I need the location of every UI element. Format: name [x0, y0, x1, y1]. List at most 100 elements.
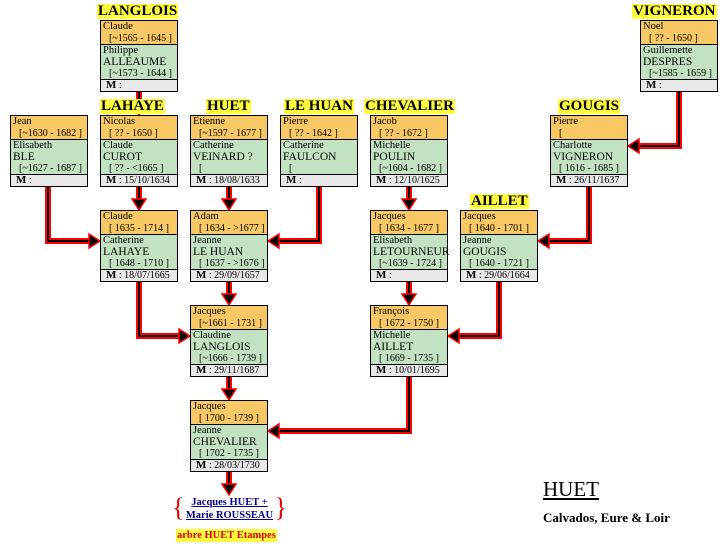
wife-first-name[interactable]: Elisabeth	[373, 235, 413, 246]
marriage-label: M	[466, 269, 477, 281]
marriage-date: : 10/01/1695	[386, 365, 440, 376]
wife-first-name[interactable]: Claudine	[193, 330, 231, 341]
descendant-line-1[interactable]: Jacques HUET +	[191, 497, 268, 508]
descendant-link[interactable]: { Jacques HUET + Marie ROUSSEAU }	[172, 495, 287, 522]
marriage-date: :	[386, 270, 392, 281]
wife-first-name[interactable]: Michelle	[373, 330, 411, 341]
marriage-label: M	[646, 79, 657, 91]
husband-dates: [ 1634 - 1677 ]	[379, 222, 439, 234]
wife-first-name[interactable]: Catherine	[103, 235, 144, 246]
marriage-row: M : 18/08/1633	[191, 175, 267, 186]
arrowhead-icon	[220, 388, 238, 402]
arrowhead-icon	[220, 293, 238, 307]
surname-label-aillet: AILLET	[470, 193, 529, 209]
husband-name[interactable]: Adam	[193, 211, 219, 222]
husband-name[interactable]: Pierre	[283, 116, 309, 127]
wife-first-name[interactable]: Michelle	[373, 140, 411, 151]
wife-first-name[interactable]: Catherine	[283, 140, 324, 151]
husband-name[interactable]: Pierre	[553, 116, 579, 127]
wife-last-name: LE HUAN	[193, 245, 244, 258]
husband-section: Nicolas[ ?? - 1650 ]	[101, 116, 177, 140]
marriage-row: M :	[11, 175, 87, 186]
arrowhead-icon	[88, 232, 102, 250]
husband-name[interactable]: Noel	[643, 21, 664, 32]
marriage-row: M : 18/07/1665	[101, 270, 177, 281]
arrowhead-icon	[400, 293, 418, 307]
wife-first-name[interactable]: Philippe	[103, 45, 139, 56]
husband-name[interactable]: Jacques	[373, 211, 406, 222]
marriage-row: M :	[371, 270, 447, 281]
husband-name[interactable]: Jean	[13, 116, 32, 127]
surname-label-gougis: GOUGIS	[558, 98, 621, 114]
connector-arrow	[266, 376, 412, 440]
wife-first-name[interactable]: Jeanne	[193, 425, 222, 436]
husband-name[interactable]: Jacques	[463, 211, 496, 222]
husband-name[interactable]: Nicolas	[103, 116, 136, 127]
wife-first-name[interactable]: Elisabeth	[13, 140, 53, 151]
marriage-date: :	[296, 175, 302, 186]
connector-arrow	[266, 186, 322, 250]
wife-dates: [	[199, 163, 203, 174]
wife-first-name[interactable]: Catherine	[193, 140, 234, 151]
husband-dates: [~1630 - 1682 ]	[19, 127, 82, 139]
husband-section: Claude[~1565 - 1645 ]	[101, 21, 177, 45]
connector-arrow	[220, 471, 238, 497]
husband-name[interactable]: Etienne	[193, 116, 226, 127]
wife-first-name[interactable]: Jeanne	[193, 235, 222, 246]
husband-dates: [ 1672 - 1750 ]	[379, 317, 439, 329]
tree-link[interactable]: arbre HUET Etampes	[176, 529, 277, 542]
husband-name[interactable]: Jacques	[193, 306, 226, 317]
husband-name[interactable]: François	[373, 306, 410, 317]
marriage-row: M : 26/11/1637	[551, 175, 627, 186]
husband-name[interactable]: Jacob	[373, 116, 397, 127]
page-title: HUET	[543, 477, 599, 501]
husband-name[interactable]: Claude	[103, 211, 133, 222]
surname-label-huet: HUET	[206, 98, 251, 114]
arrowhead-icon	[446, 327, 460, 345]
wife-first-name[interactable]: Charlotte	[553, 140, 593, 151]
husband-section: Jean[~1630 - 1682 ]	[11, 116, 87, 140]
wife-last-name: POULIN	[373, 150, 416, 163]
arrowhead-icon	[266, 422, 280, 440]
wife-first-name[interactable]: Jeanne	[463, 235, 492, 246]
husband-dates: [ 1700 - 1739 ]	[199, 412, 259, 424]
marriage-label: M	[196, 364, 207, 376]
connector-arrow	[400, 281, 418, 307]
marriage-date: : 29/06/1664	[476, 270, 530, 281]
marriage-row: M :	[281, 175, 357, 186]
wife-last-name: LAHAYE	[103, 245, 150, 258]
descendant-line-2[interactable]: Marie ROUSSEAU	[185, 510, 274, 521]
surname-label-langlois: LANGLOIS	[97, 3, 179, 19]
connector-arrow	[536, 186, 592, 250]
wife-first-name[interactable]: Claude	[103, 140, 133, 151]
connector-arrow	[400, 186, 418, 212]
husband-name[interactable]: Claude	[103, 21, 133, 32]
arrowhead-icon	[266, 232, 280, 250]
husband-name[interactable]: Jacques	[193, 401, 226, 412]
husband-section: Noel[ ?? - 1650 ]	[641, 21, 717, 45]
marriage-date: : 26/11/1637	[566, 175, 620, 186]
wife-last-name: LANGLOIS	[193, 340, 251, 353]
wife-first-name[interactable]: Guillemette	[643, 45, 693, 56]
husband-section: Etienne[~1597 - 1677 ]	[191, 116, 267, 140]
